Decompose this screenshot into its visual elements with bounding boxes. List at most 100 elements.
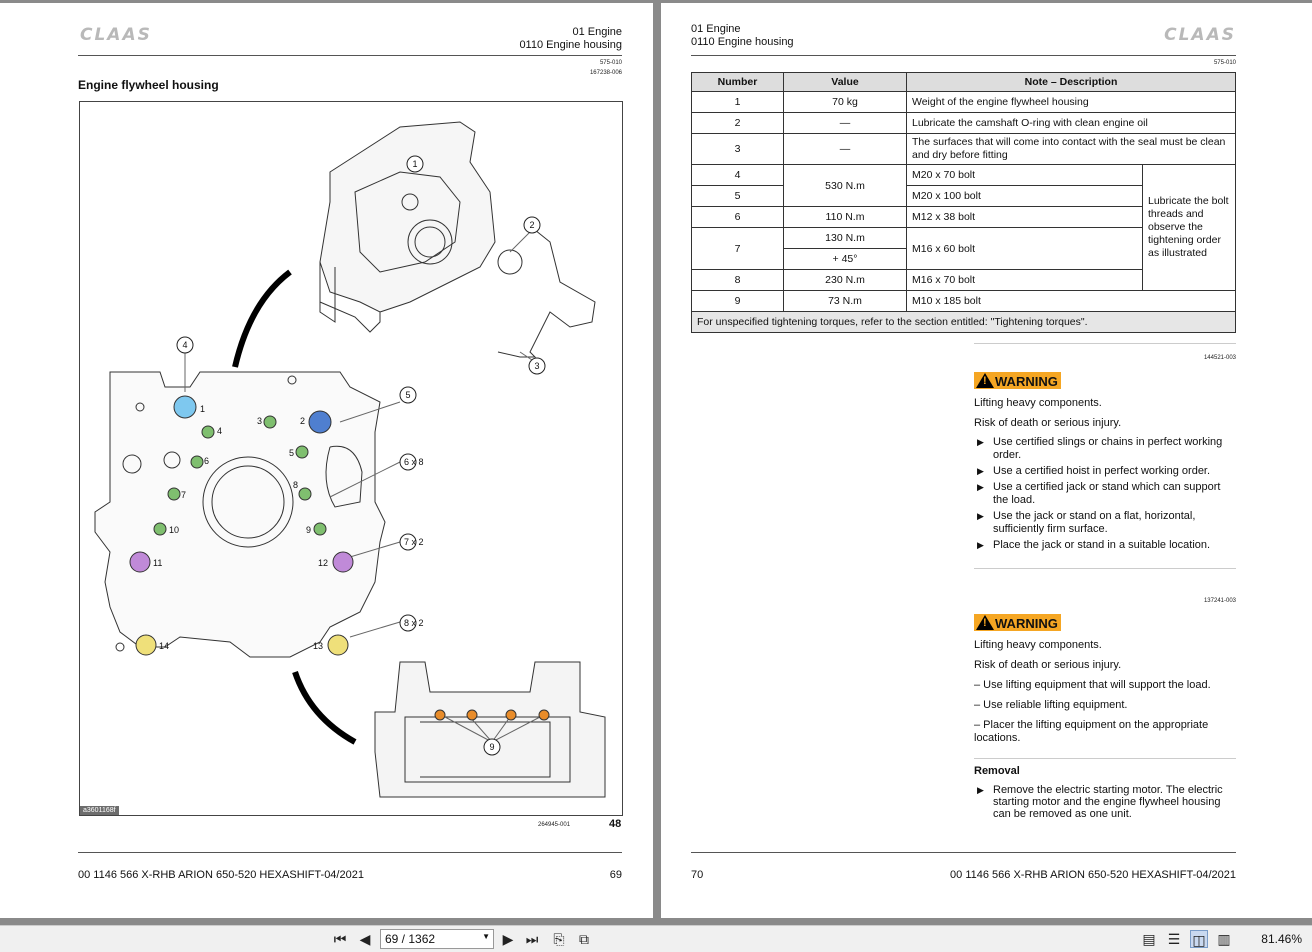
cell-value: — [783, 133, 907, 165]
table-row: 9 73 N.m M10 x 185 bolt [691, 290, 1236, 312]
warning-ref: 144521-003 [1203, 355, 1236, 361]
callout-4: 4 [182, 340, 187, 350]
page-header: 01 Engine 0110 Engine housing [519, 26, 622, 52]
list-item: – Use reliable lifting equipment. [974, 699, 1128, 711]
list-item: Place the jack or stand in a suitable lo… [974, 539, 1236, 552]
col-value: Value [783, 72, 907, 92]
callout-8: 8 x 2 [404, 618, 424, 628]
bolt-label-6: 6 [204, 456, 209, 466]
removal-heading: Removal [974, 765, 1020, 777]
single-page-icon[interactable]: ▤ [1142, 931, 1156, 947]
list-item: Use a certified jack or stand which can … [974, 481, 1236, 507]
claas-logo: CLAAS [1164, 25, 1236, 45]
cell-note: Lubricate the camshaft O-ring with clean… [906, 112, 1236, 134]
footer-rule [691, 852, 1236, 853]
next-page-icon[interactable]: ▶ [502, 931, 514, 947]
table-row: 8 230 N.m M16 x 70 bolt [691, 269, 1236, 291]
warning-triangle-icon [976, 615, 994, 630]
warning-triangle-icon [976, 373, 994, 388]
pdf-page-right: 01 Engine 0110 Engine housing CLAAS 575-… [661, 3, 1312, 918]
cell-note: M20 x 100 bolt [906, 185, 1143, 207]
footer-rule [78, 852, 622, 853]
warning-line: Lifting heavy components. [974, 639, 1102, 651]
table-row: 5 M20 x 100 bolt [691, 185, 1236, 207]
cell-num: 4 [691, 164, 784, 186]
footer-doc: 00 1146 566 X-RHB ARION 650-520 HEXASHIF… [950, 869, 1236, 881]
continuous-icon[interactable]: ☰ [1167, 931, 1181, 947]
bolt-label-12: 12 [318, 558, 328, 568]
cell-value: 110 N.m [783, 206, 907, 228]
cell-num: 1 [691, 91, 784, 113]
warning-badge: WARNING [974, 614, 1061, 631]
removal-list: Remove the electric starting motor. The … [974, 784, 1236, 820]
bolt-label-10: 10 [169, 525, 179, 535]
list-item: – Use lifting equipment that will suppor… [974, 679, 1211, 691]
page-number-value: 69 / 1362 [385, 932, 436, 946]
figure-id: a3601168f [80, 806, 119, 815]
warning-label: WARNING [995, 374, 1058, 389]
header-chapter: 01 Engine [691, 23, 741, 35]
cell-value: 530 N.m [783, 164, 907, 207]
facing-icon[interactable]: ◫ [1190, 930, 1208, 948]
bolt-label-3: 3 [257, 416, 262, 426]
list-item: Use a certified hoist in perfect working… [974, 465, 1236, 478]
cell-num: 3 [691, 133, 784, 165]
table-footer-row: For unspecified tightening torques, refe… [691, 311, 1236, 333]
warning-badge: WARNING [974, 372, 1061, 389]
zoom-level[interactable]: 81.46% [1261, 932, 1302, 946]
cell-note: M10 x 185 bolt [906, 290, 1236, 312]
cell-note: M12 x 38 bolt [906, 206, 1143, 228]
warning-block-2: WARNING Lifting heavy components. Risk o… [974, 614, 1236, 745]
forward-view-icon[interactable]: ⧉ [579, 931, 589, 947]
table-row: 1 70 kg Weight of the engine flywheel ho… [691, 91, 1236, 113]
bolt-label-5: 5 [289, 448, 294, 458]
callout-3: 3 [534, 361, 539, 371]
separator [974, 343, 1236, 344]
cell-value: 73 N.m [783, 290, 907, 312]
prev-page-icon[interactable]: ◀ [359, 931, 371, 947]
bolt-label-13: 13 [313, 641, 323, 651]
chevron-down-icon[interactable]: ▼ [482, 932, 490, 941]
callout-6: 6 x 8 [404, 457, 424, 467]
list-item: – Placer the lifting equipment on the ap… [974, 719, 1209, 744]
page-title: Engine flywheel housing [78, 78, 219, 92]
bolt-label-4: 4 [217, 426, 222, 436]
figure-number: 48 [609, 818, 622, 830]
callout-1: 1 [412, 159, 417, 169]
callout-5: 5 [405, 390, 410, 400]
table-row: 2 — Lubricate the camshaft O-ring with c… [691, 112, 1236, 134]
table-row: 6 110 N.m M12 x 38 bolt [691, 206, 1236, 228]
separator [974, 568, 1236, 569]
cell-note: M16 x 70 bolt [906, 269, 1143, 291]
first-page-icon[interactable]: ⏮ [333, 931, 347, 947]
col-note: Note – Description [906, 72, 1236, 92]
removal-block: Removal Remove the electric starting mot… [974, 765, 1236, 823]
footer-page: 69 [609, 869, 622, 881]
warning-label: WARNING [995, 616, 1058, 631]
cell-num: 6 [691, 206, 784, 228]
cell-side-note: Lubricate the bolt threads and observe t… [1142, 164, 1236, 291]
cell-footer: For unspecified tightening torques, refe… [691, 311, 1236, 333]
warning-list: Use certified slings or chains in perfec… [974, 436, 1236, 552]
table-header-row: Number Value Note – Description [691, 72, 1236, 92]
cell-note: The surfaces that will come into contact… [906, 133, 1236, 165]
list-item: Use the jack or stand on a flat, horizon… [974, 510, 1236, 536]
bolt-label-9: 9 [306, 525, 311, 535]
cell-value: 230 N.m [783, 269, 907, 291]
header-chapter: 01 Engine [572, 26, 622, 38]
ref-code: 575-010 [599, 60, 622, 66]
header-section: 0110 Engine housing [691, 36, 794, 48]
spec-table: Number Value Note – Description 1 70 kg … [691, 72, 1236, 333]
back-view-icon[interactable]: ⎘ [553, 931, 565, 947]
claas-logo: CLAAS [80, 25, 152, 45]
table-row: + 45° [692, 248, 1236, 270]
callout-2: 2 [529, 220, 534, 230]
cell-num: 9 [691, 290, 784, 312]
table-row: 3 — The surfaces that will come into con… [691, 133, 1236, 165]
table-row: 4 530 N.m M20 x 70 bolt Lubricate the bo… [691, 164, 1236, 291]
page-number-input[interactable]: 69 / 1362 ▼ [380, 929, 494, 949]
list-item: Use certified slings or chains in perfec… [974, 436, 1236, 462]
last-page-icon[interactable]: ⏭ [525, 931, 539, 947]
footer-page: 70 [691, 869, 704, 881]
continuous-facing-icon[interactable]: ▥ [1217, 931, 1231, 947]
